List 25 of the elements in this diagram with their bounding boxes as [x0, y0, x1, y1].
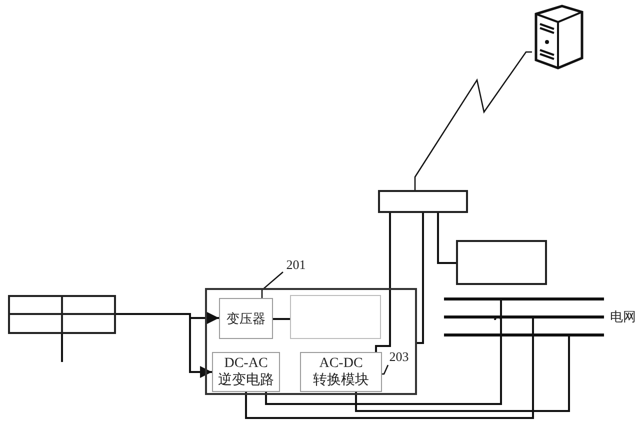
battery-box [8, 295, 116, 334]
callout-number: 201 [286, 256, 306, 272]
connector-line [375, 213, 391, 352]
connector-line [245, 335, 534, 419]
grid-label: 电网 [610, 309, 636, 325]
callout-number: 203 [389, 349, 409, 365]
box-label: DC-AC 逆变电路 [217, 355, 275, 389]
box-label: 变压器 [226, 310, 266, 326]
connector-line [61, 334, 63, 362]
empty-box [290, 295, 381, 339]
box-label: AC-DC 转换模块 [312, 355, 370, 389]
leader-line [382, 364, 389, 375]
connector-line [437, 213, 456, 264]
communication-box [378, 190, 468, 213]
power-grid-bus [444, 299, 604, 335]
arrow [116, 313, 212, 378]
leader-line [261, 272, 284, 298]
device-box [456, 240, 547, 285]
wireless-link [414, 51, 532, 190]
connector-line [265, 335, 502, 405]
connector-line [417, 213, 424, 344]
connector-line [273, 318, 290, 320]
connector-line [355, 335, 570, 412]
module-box [205, 288, 417, 395]
picture [532, 2, 586, 70]
